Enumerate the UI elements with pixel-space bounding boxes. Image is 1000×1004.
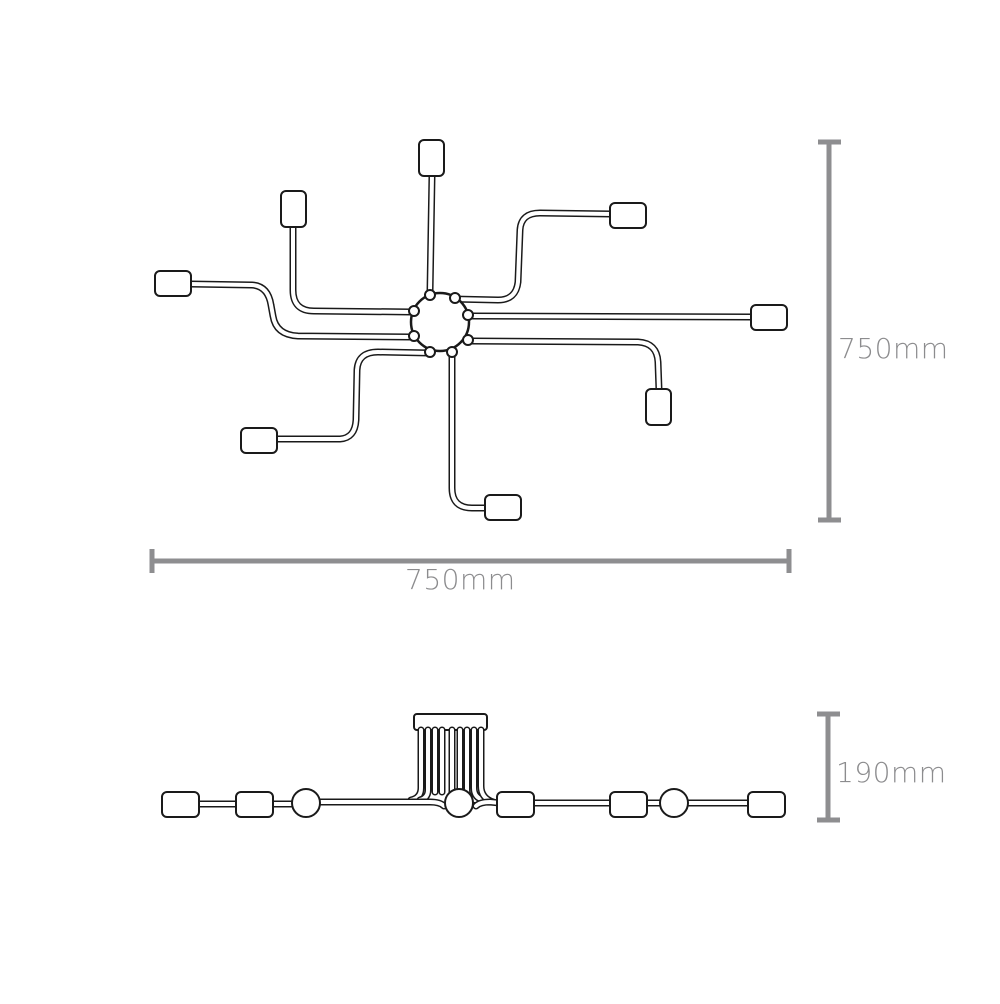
hub-notches (408, 289, 474, 358)
sockets-side-view (161, 791, 786, 818)
side-spheres (291, 788, 689, 818)
canopy-wires (407, 726, 497, 806)
side-tubes (196, 798, 754, 810)
side-view (161, 713, 786, 818)
socket-lower-right (645, 388, 672, 426)
side-socket-2 (235, 791, 274, 818)
socket-left (154, 270, 192, 297)
socket-upper-left (280, 190, 307, 228)
socket-bottom (484, 494, 522, 521)
top-width-label: 750mm (405, 563, 516, 596)
top-height-dimension (818, 139, 841, 523)
top-height-label: 750mm (838, 332, 949, 365)
socket-right (750, 304, 788, 331)
side-socket-3 (496, 791, 535, 818)
socket-lower-left (240, 427, 278, 454)
side-sphere-2 (659, 788, 689, 818)
socket-upper-right (609, 202, 647, 229)
socket-top (418, 139, 445, 177)
center-hub (409, 291, 471, 353)
side-height-label: 190mm (836, 756, 947, 789)
side-socket-4 (609, 791, 648, 818)
side-height-dimension (817, 711, 840, 823)
arm-tubes (186, 171, 759, 512)
top-width-dimension (149, 549, 792, 573)
side-socket-1 (161, 791, 200, 818)
top-view (154, 139, 788, 521)
side-sphere-hub (444, 788, 474, 818)
side-sphere-1 (291, 788, 321, 818)
side-socket-5 (747, 791, 786, 818)
sockets-top-view (154, 139, 788, 521)
